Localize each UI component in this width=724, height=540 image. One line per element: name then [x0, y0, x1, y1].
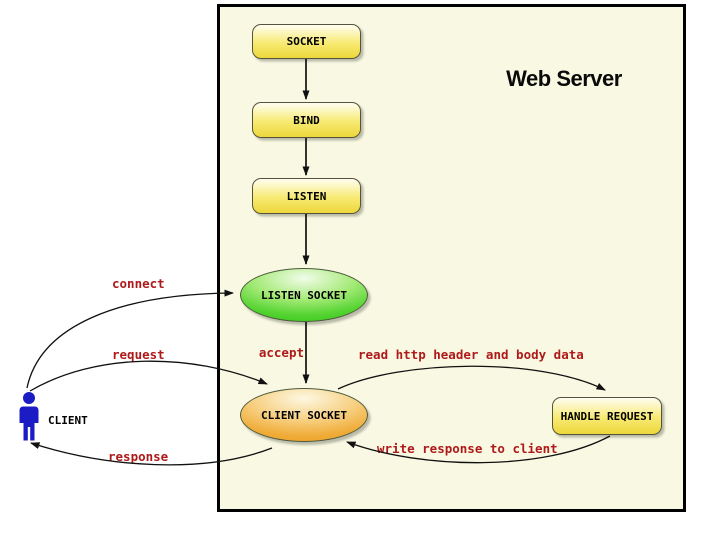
- node-bind-label: BIND: [293, 113, 320, 127]
- node-listen-socket-label: LISTEN SOCKET: [260, 288, 348, 302]
- client-actor-label: CLIENT: [48, 414, 88, 427]
- arrow-connect: [26, 289, 234, 389]
- node-listen: LISTEN: [252, 178, 361, 214]
- edge-label-accept: accept: [258, 345, 304, 360]
- node-listen-socket: LISTEN SOCKET: [240, 268, 368, 322]
- node-socket-label: SOCKET: [286, 35, 327, 48]
- node-listen-label: LISTEN: [286, 189, 327, 203]
- node-handle-request: HANDLE REQUEST: [552, 397, 662, 435]
- edge-label-connect: connect: [112, 276, 165, 291]
- node-client-socket: CLIENT SOCKET: [240, 388, 368, 442]
- node-client-socket-label: CLIENT SOCKET: [260, 408, 348, 422]
- edge-label-request: request: [112, 347, 165, 362]
- edge-label-read-http: read http header and body data: [358, 347, 584, 362]
- node-socket: SOCKET: [252, 24, 361, 59]
- diagram-title: Web Server: [506, 66, 622, 91]
- node-handle-request-label: HANDLE REQUEST: [560, 409, 654, 423]
- edge-label-write-response: write response to client: [377, 441, 558, 456]
- client-person-icon: [19, 392, 39, 441]
- edge-label-response: response: [108, 449, 169, 464]
- node-bind: BIND: [252, 102, 361, 138]
